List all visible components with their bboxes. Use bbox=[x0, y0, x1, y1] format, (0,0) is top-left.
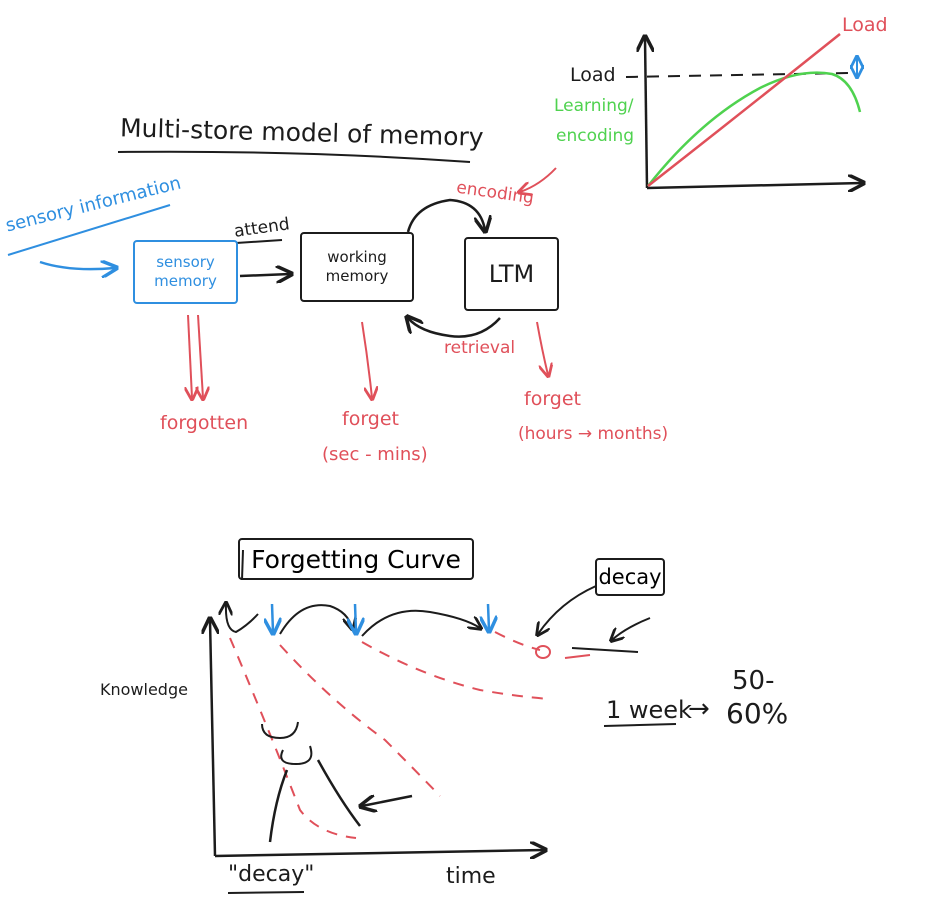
working-forget-arrow bbox=[361, 321, 372, 398]
decay-label-underline bbox=[227, 891, 305, 894]
load-axis-label: Load bbox=[570, 64, 616, 86]
pointer-arrow-left bbox=[362, 796, 413, 806]
sensory-info-underline bbox=[7, 204, 171, 256]
working-memory-box: working memory bbox=[300, 232, 414, 302]
review-hop-1 bbox=[226, 604, 259, 634]
decay-curve-4 bbox=[494, 631, 541, 651]
learning-curve bbox=[647, 71, 862, 187]
knowledge-squiggle-1 bbox=[261, 721, 299, 740]
decay-end-circle bbox=[535, 645, 551, 659]
learning-label-line1: Learning/ bbox=[554, 96, 634, 116]
sensory-input-arrow bbox=[39, 262, 115, 269]
forgetting-curve-title-box: Forgetting Curve bbox=[238, 538, 474, 580]
decay-curve-1 bbox=[229, 637, 357, 839]
percent-top-label: 50- bbox=[732, 666, 775, 696]
working-forget-label: forget bbox=[342, 408, 399, 430]
review-marker-1 bbox=[272, 603, 273, 632]
title-underline bbox=[117, 150, 471, 163]
knowledge-squiggle-2 bbox=[280, 745, 313, 766]
decay-pointer-arrow-1 bbox=[538, 585, 597, 634]
one-week-label: 1 week bbox=[606, 696, 692, 724]
encoding-loop-arrow bbox=[406, 198, 485, 232]
time-axis-label: time bbox=[446, 864, 496, 889]
load-graph-x-axis bbox=[646, 183, 862, 188]
decay-end-line bbox=[571, 647, 639, 653]
retrieval-label: retrieval bbox=[444, 338, 516, 358]
decay-curve-4-end bbox=[564, 654, 591, 659]
review-marker-3 bbox=[488, 603, 489, 630]
load-threshold-dashed-line bbox=[625, 72, 849, 78]
sensory-memory-label: sensory memory bbox=[154, 253, 217, 290]
review-hop-2 bbox=[279, 604, 352, 635]
load-graph-y-axis bbox=[645, 38, 647, 189]
forgetting-curve-title: Forgetting Curve bbox=[251, 544, 461, 574]
review-hop-3 bbox=[361, 609, 480, 637]
sensory-memory-box: sensory memory bbox=[133, 240, 238, 304]
sensory-forget-arrow-2 bbox=[198, 314, 203, 398]
load-curve bbox=[647, 33, 841, 187]
decay-box: decay bbox=[595, 558, 665, 596]
decay-pointer-arrow-2 bbox=[612, 617, 651, 640]
knowledge-stroke-1 bbox=[268, 769, 289, 843]
knowledge-stroke-2 bbox=[316, 759, 361, 827]
ltm-label: LTM bbox=[488, 260, 535, 288]
knowledge-axis-label: Knowledge bbox=[100, 680, 188, 699]
sensory-forget-arrow-1 bbox=[188, 314, 192, 398]
load-curve-label: Load bbox=[842, 14, 888, 36]
decay-curve-3 bbox=[361, 641, 551, 700]
decay-curve-2 bbox=[279, 644, 441, 797]
one-week-underline bbox=[603, 723, 677, 727]
decay-bottom-label: "decay" bbox=[228, 862, 315, 887]
one-week-arrow: → bbox=[688, 694, 710, 724]
working-memory-label: working memory bbox=[325, 248, 389, 285]
review-marker-2 bbox=[355, 603, 356, 632]
ltm-forget-label: forget bbox=[524, 388, 581, 410]
attend-arrow bbox=[239, 274, 290, 276]
fc-y-axis bbox=[210, 620, 215, 857]
ltm-forget-arrow bbox=[536, 321, 548, 375]
working-forget-time: (sec - mins) bbox=[322, 444, 428, 465]
sensory-forgotten-label: forgotten bbox=[160, 412, 249, 434]
percent-bottom-label: 60% bbox=[726, 697, 789, 730]
encoding-arrow bbox=[520, 167, 557, 192]
retrieval-arrow bbox=[408, 318, 501, 338]
decay-box-label: decay bbox=[598, 565, 662, 589]
forgetting-title-side-mark bbox=[241, 549, 244, 581]
ltm-forget-time: (hours → months) bbox=[518, 424, 669, 444]
learning-label-line2: encoding bbox=[556, 126, 635, 146]
fc-x-axis bbox=[214, 850, 544, 856]
attend-underline bbox=[235, 239, 283, 244]
ltm-box: LTM bbox=[464, 237, 559, 311]
